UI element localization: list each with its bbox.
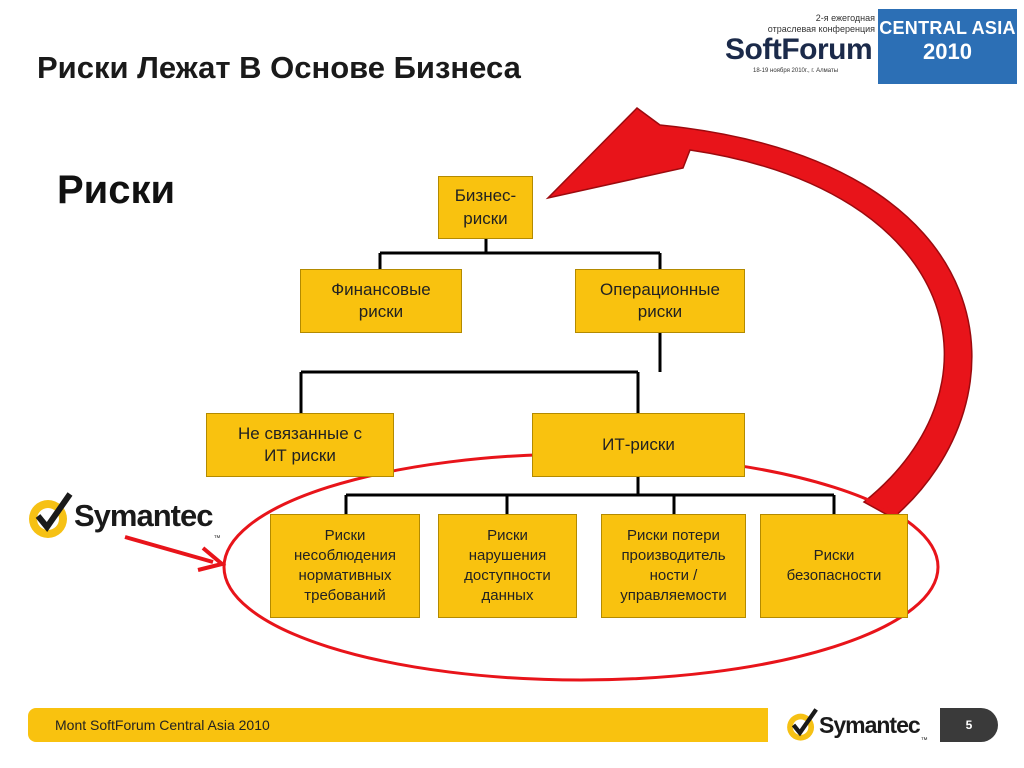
footer-symantec-check-icon bbox=[787, 708, 818, 741]
curved-arrow bbox=[545, 107, 973, 519]
conference-region-badge: CENTRAL ASIA 2010 bbox=[878, 9, 1017, 84]
symantec-check-icon bbox=[29, 492, 73, 538]
node-compliance-risks: Риски несоблюдения нормативных требовани… bbox=[270, 514, 420, 618]
footer-symantec-wordmark: Symantec bbox=[819, 711, 921, 738]
symantec-trademark: ™ bbox=[213, 535, 221, 542]
connector-lines bbox=[299, 238, 836, 515]
footer-bar bbox=[28, 708, 768, 742]
conference-year: 2010 bbox=[923, 39, 972, 64]
slide-title: Риски Лежат В Основе Бизнеса bbox=[37, 50, 521, 85]
conference-type: отраслевая конференция bbox=[767, 24, 875, 34]
node-business-risks: Бизнес- риски bbox=[438, 176, 533, 239]
symantec-wordmark: Symantec bbox=[74, 498, 213, 533]
symantec-logo: Symantec ™ bbox=[26, 490, 220, 542]
footer-symantec-trademark: ™ bbox=[920, 737, 928, 744]
conference-region: CENTRAL ASIA bbox=[879, 18, 1016, 38]
conference-dates: 18-19 ноября 2010г., г. Алматы bbox=[753, 68, 839, 74]
node-operational-risks: Операционные риски bbox=[575, 269, 745, 333]
node-non-it-risks: Не связанные с ИТ риски bbox=[206, 413, 394, 477]
conference-edition: 2-я ежегодная bbox=[815, 13, 875, 23]
footer-symantec-logo: Symantec ™ bbox=[785, 706, 928, 744]
slide-subtitle: Риски bbox=[57, 168, 176, 212]
node-productivity-risks: Риски потери производитель ности / управ… bbox=[601, 514, 746, 618]
node-financial-risks: Финансовые риски bbox=[300, 269, 462, 333]
conference-name: SoftForum bbox=[725, 33, 873, 66]
page-number: 5 bbox=[940, 708, 998, 742]
node-availability-risks: Риски нарушения доступности данных bbox=[438, 514, 577, 618]
pointer-arrow bbox=[124, 535, 227, 572]
conference-logo: 2-я ежегодная отраслевая конференция Sof… bbox=[725, 9, 1017, 84]
node-security-risks: Риски безопасности bbox=[760, 514, 908, 618]
footer-text: Mont SoftForum Central Asia 2010 bbox=[55, 717, 270, 733]
node-it-risks: ИТ-риски bbox=[532, 413, 745, 477]
